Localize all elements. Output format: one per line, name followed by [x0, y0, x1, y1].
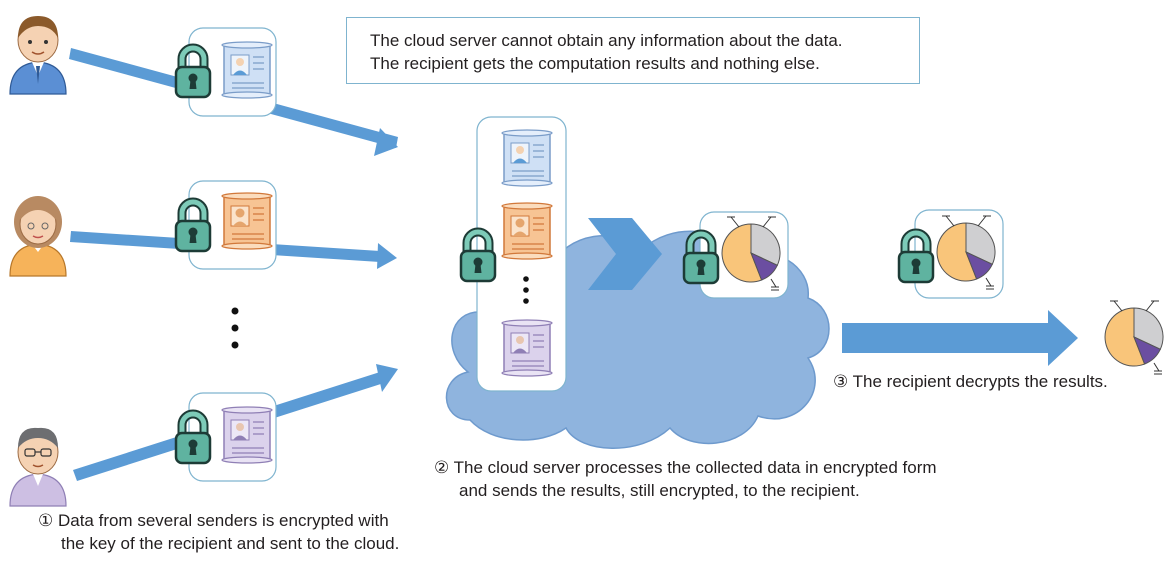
sender-man-icon	[9, 16, 67, 95]
encrypted-document-2	[176, 180, 277, 270]
notice-line-2: The recipient gets the computation resul…	[370, 54, 820, 73]
step-2-caption: ② The cloud server processes the collect…	[434, 456, 937, 502]
processing-chevron-arrow	[588, 218, 662, 290]
decrypt-arrow	[842, 310, 1078, 366]
step-1-line-2: the key of the recipient and sent to the…	[61, 534, 400, 553]
encrypted-result-sent	[899, 209, 1004, 299]
sender-elderly-man-icon	[9, 427, 67, 507]
encrypted-result-in-cloud	[684, 211, 789, 299]
collected-encrypted-documents	[461, 116, 567, 392]
step-3-caption: ③ The recipient decrypts the results.	[833, 370, 1108, 393]
privacy-notice-box: The cloud server cannot obtain any infor…	[346, 17, 920, 84]
step-2-line-2: and sends the results, still encrypted, …	[459, 481, 860, 500]
notice-line-1: The cloud server cannot obtain any infor…	[370, 31, 843, 50]
more-senders-ellipsis	[231, 307, 239, 349]
encrypted-document-3	[176, 392, 277, 482]
step-1-caption: ① Data from several senders is encrypted…	[38, 509, 399, 555]
step-3-line-1: ③ The recipient decrypts the results.	[833, 372, 1108, 391]
step-2-line-1: ② The cloud server processes the collect…	[434, 458, 937, 477]
encrypted-document-1	[176, 27, 277, 117]
decrypted-result-pie-chart	[1104, 300, 1164, 375]
step-1-line-1: ① Data from several senders is encrypted…	[38, 511, 389, 530]
sender-woman-icon	[9, 196, 67, 277]
